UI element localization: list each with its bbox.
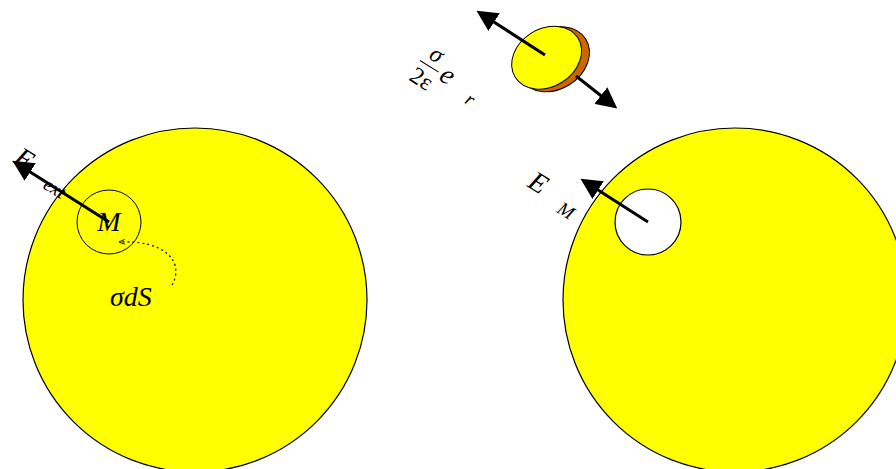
math-label: σdS [110,281,152,312]
label-group: E⃗M [522,166,585,222]
field-arrow [584,181,648,222]
label-group: σdS [110,283,152,311]
charged-sphere [563,128,896,469]
point-label: M [76,189,142,255]
charged-sphere [23,128,367,469]
field-arrow [576,76,614,106]
point-label: M [97,206,120,238]
field-arrow [480,13,545,55]
surface-circle: M [76,189,142,255]
label-group: σ2εe⃗r [406,38,491,118]
surface-element [500,10,602,107]
leader-arrow [120,242,176,285]
